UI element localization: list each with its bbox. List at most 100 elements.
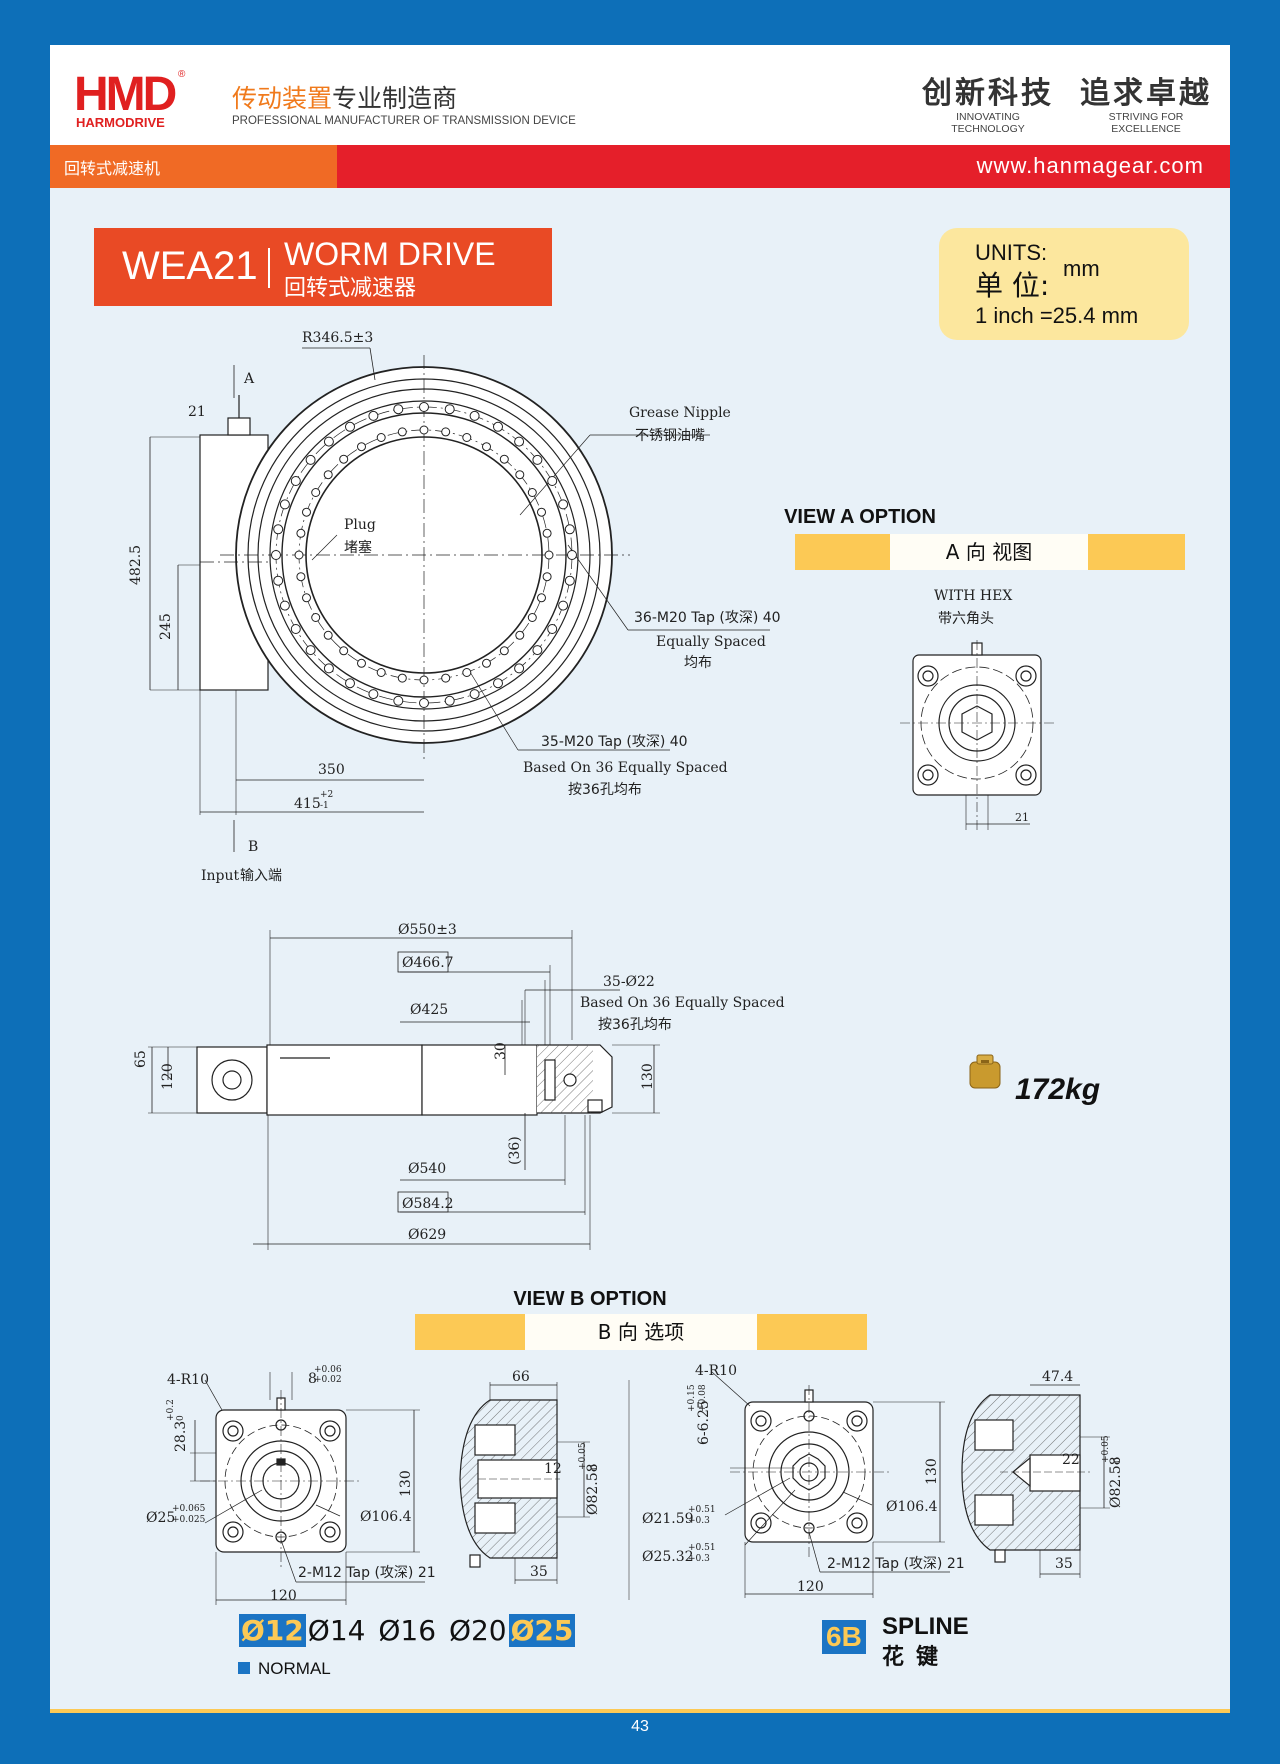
bore-option: Ø14 <box>307 1614 366 1647</box>
bolt-hole <box>558 499 569 510</box>
dim-415-tol-down: -1 <box>320 801 329 811</box>
view-b-right-drawing <box>711 1371 950 1598</box>
view-b-right-d8258-tol-up: +0.05 <box>1101 1435 1111 1463</box>
dim-d629: Ø629 <box>408 1227 446 1243</box>
view-a-note: WITH HEX <box>934 588 1012 604</box>
bolt-hole <box>397 427 407 437</box>
view-b-right-height-tol-down: +0.08 <box>698 1384 708 1412</box>
view-b-left-w66: 66 <box>512 1369 530 1385</box>
dim-h36: (36) <box>507 1136 523 1165</box>
bolt-hole <box>462 433 472 442</box>
bolt-hole <box>564 524 575 535</box>
bolt-hole <box>279 600 290 611</box>
dim-h120: 120 <box>160 1063 176 1090</box>
legend-normal: NORMAL <box>238 1659 331 1679</box>
view-b-left-bore-tol-up: +0.065 <box>172 1504 206 1514</box>
bore-option: Ø25 <box>508 1614 576 1647</box>
dim-center-height: 245 <box>158 613 174 640</box>
bolt-hole <box>376 433 386 442</box>
bolt-hole <box>302 593 311 603</box>
bolt-hole <box>296 572 306 582</box>
view-b-left-width: 120 <box>270 1588 297 1604</box>
view-a-band: A 向 视图 <box>795 534 1185 570</box>
dim-h65: 65 <box>133 1050 149 1068</box>
units-label-en: UNITS: <box>975 240 1048 265</box>
view-a-dim: 21 <box>1015 811 1029 824</box>
bolt-hole <box>567 550 577 560</box>
bolt-hole <box>515 470 525 480</box>
bolt-hole <box>397 673 407 683</box>
plug-label: Plug <box>344 517 376 533</box>
bore-option: Ø20 <box>448 1614 507 1647</box>
bolt-hole <box>515 630 525 640</box>
bolt-hole <box>302 507 311 517</box>
slogan-excellence-en: STRIVING FOR EXCELLENCE <box>1108 111 1184 135</box>
legend-swatch <box>238 1662 250 1674</box>
dim-415-tol-up: +2 <box>320 790 333 800</box>
view-a-note-cn: 带六角头 <box>938 611 994 627</box>
input-label-cn: 输入端 <box>240 868 282 884</box>
bolt-hole <box>305 454 316 465</box>
bolt-hole <box>499 454 509 464</box>
logo-text: HMD <box>74 68 177 121</box>
bolt-hole <box>532 645 543 656</box>
title-divider <box>268 248 270 288</box>
dim-d584: Ø584.2 <box>402 1196 454 1212</box>
view-b-left-bore-tol-down: +0.025 <box>172 1515 206 1525</box>
bolt-hole <box>499 646 509 656</box>
view-a-drawing <box>900 640 1055 830</box>
website-link[interactable]: www.hanmagear.com <box>976 153 1204 178</box>
view-b-left-d8258: Ø82.58 <box>585 1463 601 1515</box>
logo-subtext: HARMODRIVE <box>76 115 165 130</box>
bolt-hole <box>469 689 480 700</box>
brand-logo: HMD HARMODRIVE <box>74 68 192 131</box>
footer-line <box>50 1709 1230 1713</box>
bolt-hole <box>290 624 301 634</box>
view-b-right-section <box>961 1384 1110 1578</box>
dim-d540: Ø540 <box>408 1161 446 1177</box>
tagline-cn: 传动装置专业制造商 <box>232 79 457 115</box>
view-b-left-key-tol-down: +0.02 <box>314 1375 342 1385</box>
bolt-hole <box>558 600 569 611</box>
spline-label-cn: 花键 <box>882 1645 951 1670</box>
view-b-heading: VIEW B OPTION <box>513 1288 667 1310</box>
bolt-hole <box>290 476 301 486</box>
view-b-right-d8258: Ø82.58 <box>1108 1456 1124 1508</box>
bolt-hole <box>419 425 429 435</box>
view-b-left-drawing <box>190 1372 425 1605</box>
tap-spec-1-note-cn: 均布 <box>684 655 712 671</box>
bolt-hole <box>441 427 451 437</box>
view-b-left-d12: 12 <box>544 1461 562 1477</box>
view-b-right-d8258-tol-down: 0 <box>1113 1457 1123 1463</box>
model-number: WEA21 <box>122 244 258 288</box>
bolt-hole <box>339 454 349 464</box>
front-view-bolt-holes <box>271 402 577 708</box>
spline-label-en: SPLINE <box>882 1613 969 1640</box>
bolt-hole <box>514 663 525 674</box>
view-b-right-radius: 4-R10 <box>695 1363 737 1379</box>
tap-spec-2-note-cn: 按36孔均布 <box>568 782 642 798</box>
bolt-hole <box>419 402 429 412</box>
view-b-left-tap: 2-M12 Tap (攻深) 21 <box>298 1565 436 1581</box>
bore-option: Ø12 <box>239 1614 306 1647</box>
view-b-right-spline-minor-tol-down: +0.3 <box>688 1516 710 1526</box>
view-b-left-key-tol-up: +0.06 <box>314 1365 342 1375</box>
bolt-hole <box>273 524 284 535</box>
units-box: UNITS: 单 位: mm 1 inch =25.4 mm <box>939 228 1189 340</box>
bolt-hole <box>323 663 334 674</box>
bolt-hole <box>419 698 429 708</box>
bolt-hole <box>357 442 366 452</box>
slogan-innovation: 创新科技 INNOVATING TECHNOLOGY <box>918 77 1058 136</box>
arrow-a-label: A <box>243 371 255 387</box>
tap-spec-1: 36-M20 Tap (攻深) 40 <box>634 610 781 626</box>
bolt-hole <box>544 550 554 560</box>
slogan-excellence-cn: 追求卓越 <box>1080 76 1212 111</box>
units-label-cn: 单 位: <box>975 269 1050 302</box>
dim-radius: R346.5±3 <box>302 330 373 346</box>
category-bar-left <box>50 145 337 188</box>
view-b-right-spline-major-tol-up: +0.51 <box>688 1543 716 1553</box>
dim-415: 415 <box>294 796 321 812</box>
bolt-hole <box>469 410 480 421</box>
bolt-hole <box>444 404 455 415</box>
